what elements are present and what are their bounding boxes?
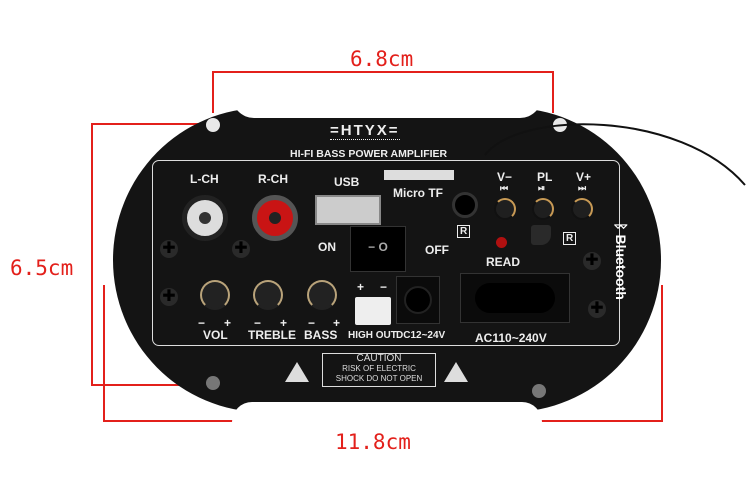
ir-receiver (531, 225, 551, 245)
antenna-wire (484, 123, 746, 186)
play-button[interactable] (532, 198, 554, 220)
high-out-plus: + (357, 280, 365, 294)
micro-tf-label: Micro TF (393, 186, 443, 200)
treble-label: TREBLE (248, 328, 296, 342)
treble-knob[interactable] (253, 280, 283, 310)
knob-minus: − (254, 316, 262, 330)
next-icon: ⏭ (578, 183, 587, 193)
power-switch[interactable]: − O (350, 226, 406, 272)
high-out-connector[interactable] (355, 297, 391, 325)
width-line (212, 71, 554, 73)
screw: ✚ (583, 252, 601, 270)
width-tick-left (212, 71, 214, 113)
usb-port[interactable] (315, 195, 381, 225)
board-top-cutout (232, 96, 542, 118)
bass-knob[interactable] (307, 280, 337, 310)
bluetooth-label: ᛒ Bluetooth (613, 222, 629, 300)
off-label: OFF (425, 243, 449, 257)
screw: ✚ (588, 300, 606, 318)
left-rca-jack[interactable] (182, 195, 228, 241)
dc-jack[interactable] (396, 276, 440, 324)
right-channel-label: R-CH (258, 172, 288, 186)
height-line (91, 123, 93, 385)
aux-jack[interactable] (452, 192, 478, 218)
dc-label: DC12~24V (396, 330, 446, 341)
height-label: 6.5cm (10, 256, 74, 280)
ac-socket[interactable] (460, 273, 570, 323)
screw: ✚ (232, 240, 250, 258)
caution-box: CAUTION RISK OF ELECTRIC SHOCK DO NOT OP… (322, 353, 436, 387)
knob-minus: − (198, 316, 206, 330)
vol-label: VOL (203, 328, 228, 342)
screw: ✚ (160, 288, 178, 306)
length-label: 11.8cm (335, 430, 411, 454)
vol-up-button[interactable] (571, 198, 593, 220)
board-bottom-cutout (232, 402, 542, 422)
knob-plus: + (224, 316, 232, 330)
on-label: ON (318, 240, 336, 254)
prev-icon: ⏮ (500, 183, 509, 193)
height-tick-bottom (91, 384, 203, 386)
volume-knob[interactable] (200, 280, 230, 310)
read-led (496, 237, 507, 248)
micro-tf-slot[interactable] (384, 170, 454, 180)
screw: ✚ (160, 240, 178, 258)
brand-subtitle: HI-FI BASS POWER AMPLIFIER (290, 148, 448, 160)
knob-plus: + (333, 316, 341, 330)
high-out-label: HIGH OUT (348, 330, 397, 341)
caution-title: CAUTION (356, 353, 402, 364)
mount-hole (206, 376, 220, 390)
bass-label: BASS (304, 328, 338, 342)
control-panel (152, 160, 620, 346)
knob-plus: + (280, 316, 288, 330)
mount-hole (532, 384, 546, 398)
length-tick-right (661, 285, 663, 422)
read-label: READ (486, 255, 521, 269)
caution-line1: RISK OF ELECTRIC (342, 364, 416, 373)
knob-minus: − (308, 316, 316, 330)
vol-down-label: V− (497, 170, 513, 184)
electric-hazard-icon (285, 362, 309, 382)
warning-icon (444, 362, 468, 382)
height-tick-top (91, 123, 199, 125)
bluetooth-text: Bluetooth (612, 234, 629, 300)
high-out-minus: − (380, 280, 388, 294)
play-pause-icon: ⏯ (538, 183, 546, 193)
usb-label: USB (334, 175, 360, 189)
width-tick-right (552, 71, 554, 113)
registered-mark: R (563, 232, 577, 245)
mount-hole (206, 118, 220, 132)
right-rca-jack[interactable] (252, 195, 298, 241)
ac-label: AC110~240V (475, 331, 547, 345)
left-channel-label: L-CH (190, 172, 219, 186)
brand-logo: =HTYX= (330, 122, 400, 140)
caution-line2: SHOCK DO NOT OPEN (335, 374, 423, 383)
play-label: PL (537, 170, 553, 184)
bluetooth-icon: ᛒ (612, 222, 629, 235)
switch-symbol: − O (368, 240, 388, 254)
width-label: 6.8cm (350, 47, 414, 71)
registered-mark: R (457, 225, 471, 238)
vol-down-button[interactable] (494, 198, 516, 220)
length-tick-left (103, 285, 105, 422)
vol-up-label: V+ (576, 170, 592, 184)
